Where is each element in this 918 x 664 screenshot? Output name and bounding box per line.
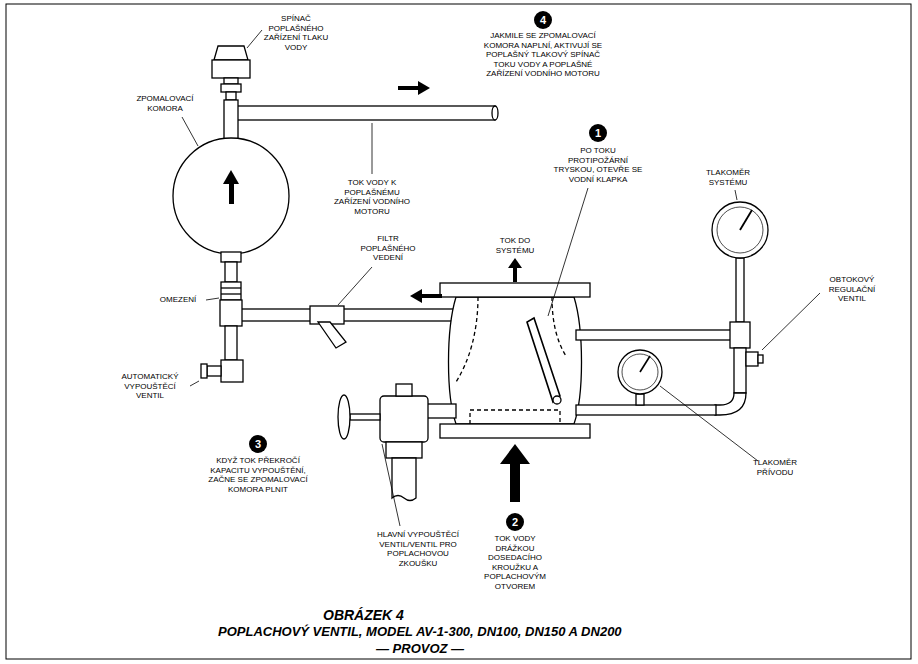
part-label: HLAVNÍ VYPOUŠTĚCÍ VENTIL/VENTIL PRO POPL… (368, 530, 468, 568)
step-note: PO TOKU PROTIPOŽÁRNÍ TRYSKOU, OTEVŘE SE … (552, 146, 644, 184)
main-drain-valve (338, 384, 456, 501)
pressure-gauges (618, 202, 768, 394)
part-label: TLAKOMĚR SYSTÉMU (698, 168, 758, 187)
part-label: AUTOMATICKÝ VYPOUŠTĚCÍ VENTIL (112, 372, 188, 401)
alarm-switch (212, 46, 250, 100)
part-label: TLAKOMĚR PŘÍVODU (745, 458, 805, 477)
part-label: OMEZENÍ (153, 295, 203, 305)
step-note: JAKMILE SE ZPOMALOVACÍ KOMORA NAPLNÍ, AK… (476, 31, 610, 79)
leader-lines (182, 30, 820, 526)
flow-label: TOK VODY K POPLAŠNÉMU ZAŘÍZENÍ VODNÍHO M… (330, 178, 414, 216)
part-label: SPÍNAČ POPLAŠNÉHO ZAŘÍZENÍ TLAKU VODY (262, 14, 330, 52)
callout-number: 3 (249, 435, 267, 453)
flow-arrows (223, 81, 530, 502)
motor-alarm-pipe (224, 100, 498, 142)
alarm-valve-body (440, 283, 590, 438)
part-label: OBTOKOVÝ REGULAČNÍ VENTIL (821, 275, 883, 304)
frame (6, 4, 911, 659)
flow-label: TOK DO SYSTÉMU (490, 236, 540, 255)
caption-line: — PROVOZ — (376, 641, 464, 657)
retard-chamber (173, 138, 289, 300)
trim-piping (576, 258, 763, 415)
callout-number: 2 (506, 513, 524, 531)
figure-caption: POPLACHOVÝ VENTIL, MODEL AV-1-300, DN100… (218, 624, 622, 640)
figure-title: OBRÁZEK 4 (323, 607, 404, 623)
callout-number: 1 (589, 124, 607, 142)
part-label: FILTR POPLAŠNÉHO VEDENÍ (357, 234, 419, 263)
part-label: ZPOMALOVACÍ KOMORA (134, 94, 196, 113)
alarm-line (201, 300, 454, 382)
step-note: KDYŽ TOK PŘEKROČÍ KAPACITU VYPOUŠTĚNÍ, Z… (208, 456, 308, 494)
step-note: TOK VODY DRÁŽKOU DOSEDACÍHO KROUŽKU A PO… (482, 534, 548, 591)
callout-number: 4 (534, 11, 552, 29)
